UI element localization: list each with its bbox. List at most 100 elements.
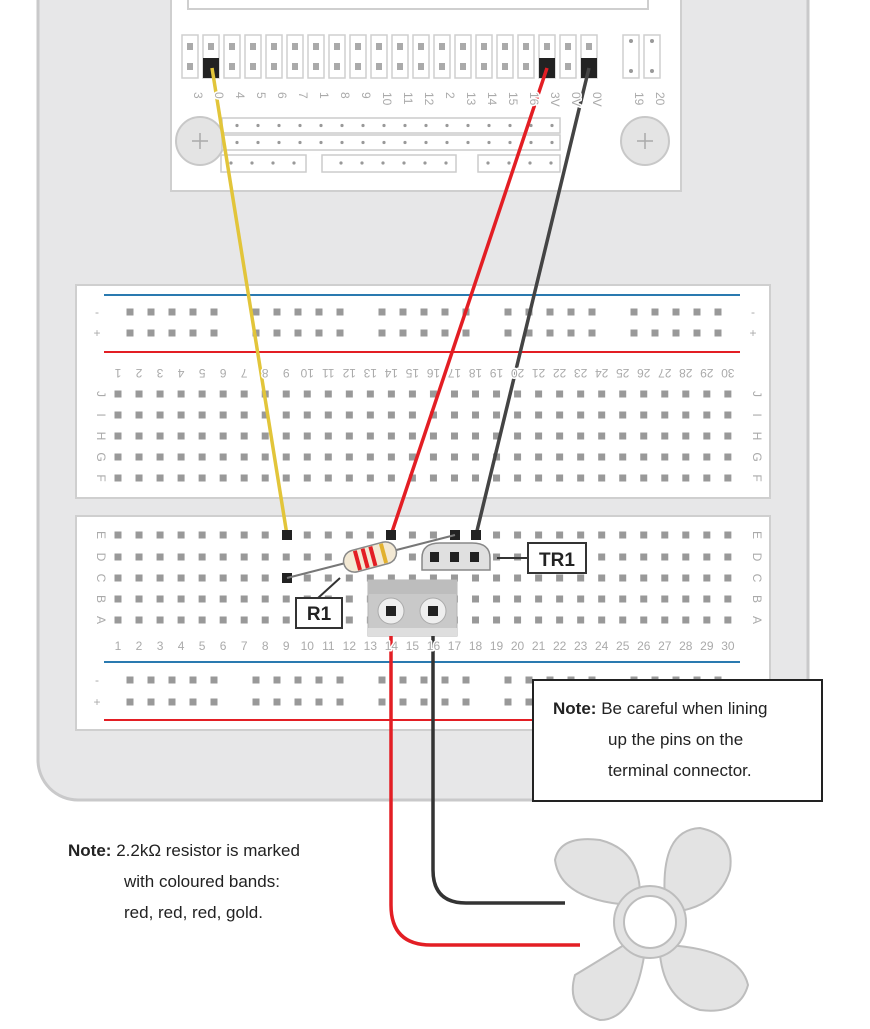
connector-dot bbox=[550, 123, 554, 128]
rail-hole bbox=[315, 308, 323, 316]
breadboard-hole bbox=[724, 595, 732, 603]
rail-hole bbox=[126, 676, 134, 684]
breadboard-hole bbox=[324, 574, 332, 582]
column-number: 20 bbox=[511, 639, 525, 653]
breadboard-hole bbox=[598, 474, 606, 482]
rail-hole bbox=[525, 329, 533, 337]
breadboard-hole bbox=[198, 553, 206, 561]
pin-hole bbox=[523, 63, 529, 70]
pin-hole bbox=[397, 43, 403, 50]
rail-hole bbox=[462, 329, 470, 337]
breadboard-hole bbox=[324, 474, 332, 482]
breadboard-hole bbox=[450, 432, 458, 440]
breadboard-hole bbox=[282, 390, 290, 398]
pin-hole bbox=[208, 43, 214, 50]
pin-label: 6 bbox=[275, 92, 289, 99]
breadboard-hole bbox=[724, 432, 732, 440]
column-number: 29 bbox=[700, 366, 714, 380]
column-number: 15 bbox=[405, 366, 419, 380]
connector-strip bbox=[220, 154, 307, 173]
connector-dot bbox=[424, 123, 428, 128]
column-number: 19 bbox=[490, 639, 504, 653]
column-number: 25 bbox=[616, 366, 630, 380]
breadboard-hole bbox=[303, 411, 311, 419]
breadboard-hole bbox=[472, 432, 480, 440]
connector-dot bbox=[235, 123, 239, 128]
breadboard-hole bbox=[198, 432, 206, 440]
connector-dot bbox=[319, 140, 323, 145]
edge-pin bbox=[433, 34, 451, 79]
breadboard-hole bbox=[682, 390, 690, 398]
rail-label: + bbox=[93, 695, 100, 709]
connector-dot bbox=[229, 161, 233, 165]
mount-hole-left bbox=[175, 116, 225, 166]
rail-hole bbox=[252, 698, 260, 706]
pin-hole bbox=[523, 43, 529, 50]
connector-dot bbox=[298, 140, 302, 145]
breadboard-hole bbox=[661, 616, 669, 624]
edge-pin bbox=[391, 34, 409, 79]
breadboard-hole bbox=[514, 390, 522, 398]
breadboard-hole bbox=[703, 390, 711, 398]
breadboard-hole bbox=[640, 453, 648, 461]
breadboard-hole bbox=[408, 553, 416, 561]
breadboard-hole bbox=[429, 432, 437, 440]
breadboard-hole bbox=[387, 411, 395, 419]
pin-hole bbox=[313, 43, 319, 50]
breadboard-hole bbox=[219, 553, 227, 561]
breadboard-hole bbox=[514, 531, 522, 539]
connector-dot bbox=[298, 123, 302, 128]
breadboard-hole bbox=[577, 390, 585, 398]
connector-dot bbox=[528, 161, 532, 165]
note-terminal-line-2: up the pins on the bbox=[608, 730, 744, 749]
column-number: 7 bbox=[241, 639, 248, 653]
column-number: 11 bbox=[322, 639, 335, 653]
rail-hole bbox=[294, 698, 302, 706]
column-number: 15 bbox=[406, 639, 420, 653]
dark-wire-0v bbox=[474, 67, 591, 536]
breadboard-hole bbox=[535, 432, 543, 440]
connector-strip bbox=[477, 154, 561, 173]
row-label: I bbox=[94, 413, 108, 416]
breadboard-hole bbox=[640, 531, 648, 539]
rail-hole bbox=[273, 676, 281, 684]
pin-dot bbox=[629, 69, 633, 73]
rail-hole bbox=[651, 329, 659, 337]
column-number: 22 bbox=[553, 639, 567, 653]
column-number: 30 bbox=[721, 366, 735, 380]
breadboard-hole bbox=[703, 553, 711, 561]
column-number: 17 bbox=[448, 639, 462, 653]
column-number: 3 bbox=[157, 639, 164, 653]
breadboard-hole bbox=[535, 453, 543, 461]
breadboard-hole bbox=[324, 432, 332, 440]
breadboard-hole bbox=[324, 411, 332, 419]
breadboard-hole bbox=[661, 432, 669, 440]
breadboard-hole bbox=[303, 390, 311, 398]
breadboard-hole bbox=[177, 474, 185, 482]
breadboard-hole bbox=[598, 453, 606, 461]
breadboard-hole bbox=[450, 390, 458, 398]
rail-hole bbox=[336, 676, 344, 684]
breadboard-hole bbox=[682, 574, 690, 582]
pin-label: 19 bbox=[632, 92, 646, 106]
breadboard-hole bbox=[114, 432, 122, 440]
breadboard-hole bbox=[198, 531, 206, 539]
breadboard-hole bbox=[135, 453, 143, 461]
rail-hole bbox=[126, 698, 134, 706]
edge-pin bbox=[328, 34, 346, 79]
breadboard-hole bbox=[156, 474, 164, 482]
rail-hole bbox=[336, 329, 344, 337]
breadboard-hole bbox=[114, 390, 122, 398]
pin-hole bbox=[544, 43, 550, 50]
breadboard-hole bbox=[114, 531, 122, 539]
connector-dot bbox=[403, 123, 407, 128]
breadboard-hole bbox=[261, 616, 269, 624]
row-label: G bbox=[94, 452, 108, 461]
breadboard-hole bbox=[429, 411, 437, 419]
pin-label: 10 bbox=[380, 92, 394, 106]
breadboard-hole bbox=[619, 574, 627, 582]
breadboard-hole bbox=[219, 453, 227, 461]
breadboard-hole bbox=[619, 411, 627, 419]
breadboard-hole bbox=[661, 574, 669, 582]
breadboard-hole bbox=[282, 553, 290, 561]
